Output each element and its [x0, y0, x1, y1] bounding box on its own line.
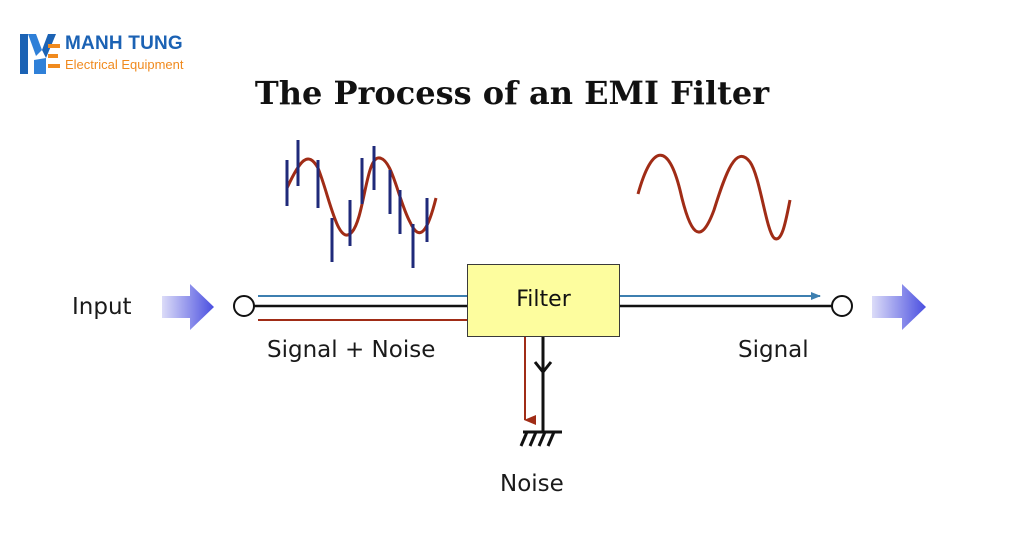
noise-spikes [285, 140, 429, 268]
brand-name: MANH TUNG [65, 33, 183, 54]
brand-logo: MANH TUNG Electrical Equipment [18, 28, 218, 80]
input-label: Input [72, 294, 132, 320]
noisy-signal-waveform [285, 140, 438, 268]
output-sine-wave [636, 153, 792, 241]
output-terminal-icon [831, 295, 853, 317]
noise-label: Noise [500, 471, 564, 497]
ground-icon [519, 337, 562, 447]
signal-output-label: Signal [738, 337, 809, 363]
signal-noise-label: Signal + Noise [267, 337, 436, 363]
input-terminal-icon [233, 295, 255, 317]
brand-tagline: Electrical Equipment [65, 57, 184, 72]
page-title: The Process of an EMI Filter [254, 74, 770, 112]
filter-block: Filter [467, 264, 620, 337]
brand-mark-icon [20, 34, 60, 74]
input-arrow-icon [162, 284, 214, 330]
output-arrow-icon [872, 284, 926, 330]
filter-label: Filter [516, 287, 571, 312]
